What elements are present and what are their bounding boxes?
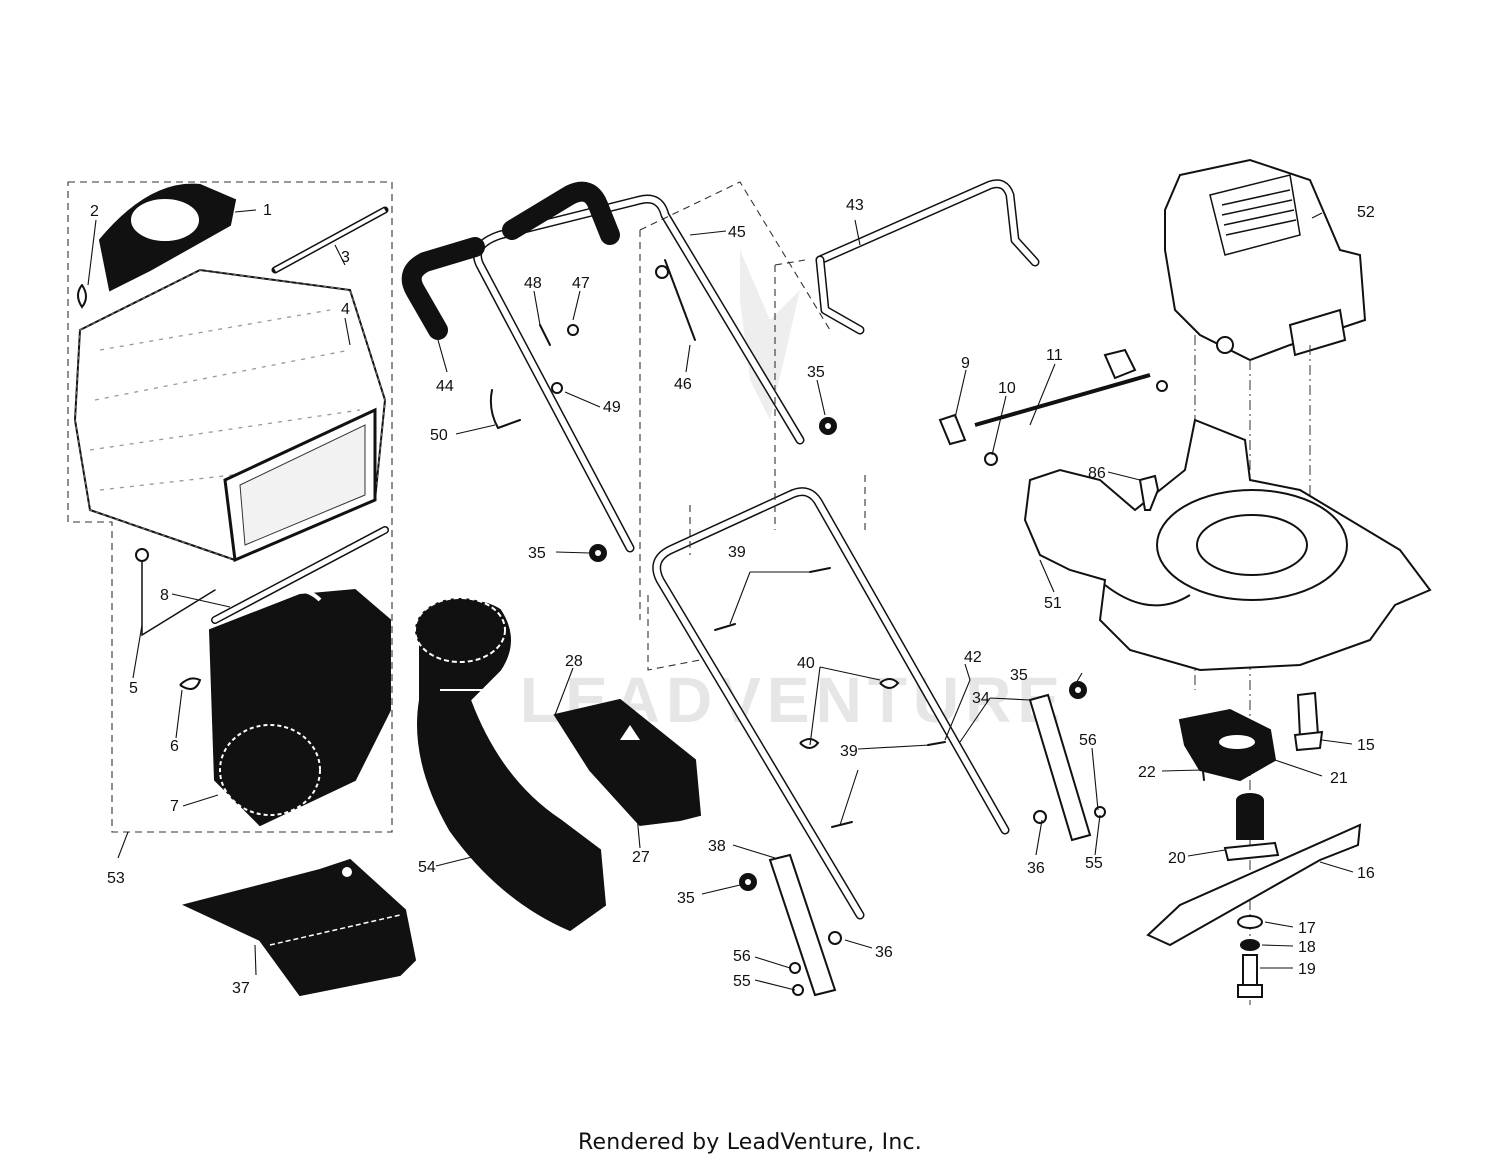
callout-44[interactable]: 44 [436,378,454,395]
callout-20[interactable]: 20 [1168,850,1186,867]
callout-50[interactable]: 50 [430,427,448,444]
part-9-bolt[interactable] [938,413,967,446]
part-28-side-chute[interactable] [553,698,702,827]
handle-hardware[interactable] [489,324,1106,996]
callout-35-b[interactable]: 35 [528,545,546,562]
callout-86[interactable]: 86 [1088,465,1106,482]
callout-55-a[interactable]: 55 [733,973,751,990]
part-37-mulch-plug[interactable] [182,858,417,997]
callout-5[interactable]: 5 [129,680,138,697]
part-21-blade-adapter[interactable] [1178,708,1277,782]
part-43-bail[interactable] [815,179,1040,335]
part-44-grip-right[interactable] [502,181,620,245]
callout-34[interactable]: 34 [972,690,990,707]
callout-21[interactable]: 21 [1330,770,1348,787]
callout-39-a[interactable]: 39 [728,544,746,561]
part-20-spacer[interactable] [1223,793,1280,862]
callout-47[interactable]: 47 [572,275,590,292]
callout-35-a[interactable]: 35 [807,364,825,381]
part-8-rod[interactable] [211,526,389,624]
callout-6[interactable]: 6 [170,738,179,755]
callout-35-d[interactable]: 35 [677,890,695,907]
callout-19[interactable]: 19 [1298,961,1316,978]
part-42-lower-handle[interactable] [652,487,1010,920]
part-7-bag-frame[interactable] [208,588,391,827]
part-1-bag-top[interactable] [98,183,237,292]
callout-15[interactable]: 15 [1357,737,1375,754]
part-51-deck[interactable] [1023,418,1432,672]
callout-8[interactable]: 8 [160,587,169,604]
callout-56-b[interactable]: 56 [1079,732,1097,749]
part-38-handle-bracket[interactable] [768,853,837,997]
callout-46[interactable]: 46 [674,376,692,393]
part-44-grip-left[interactable] [401,237,485,340]
part-10-nut[interactable] [984,452,998,466]
callout-54[interactable]: 54 [418,859,436,876]
leader-lines [87,209,1354,991]
assembly-lines [639,181,866,671]
part-19-bolt[interactable] [1237,954,1263,998]
callout-42[interactable]: 42 [964,649,982,666]
part-52-engine[interactable] [1164,158,1367,362]
part-54-discharge-tube[interactable] [414,597,607,932]
callout-56-a[interactable]: 56 [733,948,751,965]
callout-16[interactable]: 16 [1357,865,1375,882]
callout-52[interactable]: 52 [1357,204,1375,221]
callout-9[interactable]: 9 [961,355,970,372]
part-22-screw[interactable] [1201,761,1205,781]
part-15-bolt[interactable] [1293,691,1324,752]
callout-22[interactable]: 22 [1138,764,1156,781]
callout-45[interactable]: 45 [728,224,746,241]
part-86-bolt[interactable] [1138,474,1160,511]
part-3-rod[interactable] [271,206,389,274]
callout-49[interactable]: 49 [603,399,621,416]
part-16-blade[interactable] [1146,823,1362,947]
callout-36-b[interactable]: 36 [875,944,893,961]
callout-18[interactable]: 18 [1298,939,1316,956]
callout-55-b[interactable]: 55 [1085,855,1103,872]
callout-37[interactable]: 37 [232,980,250,997]
callout-53[interactable]: 53 [107,870,125,887]
callout-10[interactable]: 10 [998,380,1016,397]
footer-credit: Rendered by LeadVenture, Inc. [578,1130,922,1155]
part-2-clip[interactable] [77,284,87,309]
callout-28[interactable]: 28 [565,653,583,670]
callout-7[interactable]: 7 [170,798,179,815]
callout-4[interactable]: 4 [341,301,350,318]
callout-39-b[interactable]: 39 [840,743,858,760]
part-17-washer[interactable] [1237,915,1263,929]
part-35-knob[interactable] [589,417,1087,891]
part-46-cable[interactable] [655,259,696,341]
callout-48[interactable]: 48 [524,275,542,292]
callout-38[interactable]: 38 [708,838,726,855]
callout-51[interactable]: 51 [1044,595,1062,612]
callout-3[interactable]: 3 [341,249,350,266]
callout-27[interactable]: 27 [632,849,650,866]
callout-17[interactable]: 17 [1298,920,1316,937]
part-18-washer[interactable] [1240,939,1260,951]
callout-labels: 1 2 3 4 5 6 7 8 9 10 11 15 16 17 18 19 2… [90,197,1375,997]
callout-35-c[interactable]: 35 [1010,667,1028,684]
part-4-bag[interactable] [73,268,387,563]
part-11-rod[interactable] [974,348,1168,427]
part-6-clip[interactable] [179,677,202,690]
callout-2[interactable]: 2 [90,203,99,220]
callout-40[interactable]: 40 [797,655,815,672]
callout-36-a[interactable]: 36 [1027,860,1045,877]
part-5-cable[interactable] [135,548,216,637]
callout-11[interactable]: 11 [1046,347,1063,364]
part-34-handle-bracket[interactable] [1028,693,1092,842]
callout-43[interactable]: 43 [846,197,864,214]
callout-1[interactable]: 1 [263,202,272,219]
grass-catcher-kit-boundary [67,181,393,833]
